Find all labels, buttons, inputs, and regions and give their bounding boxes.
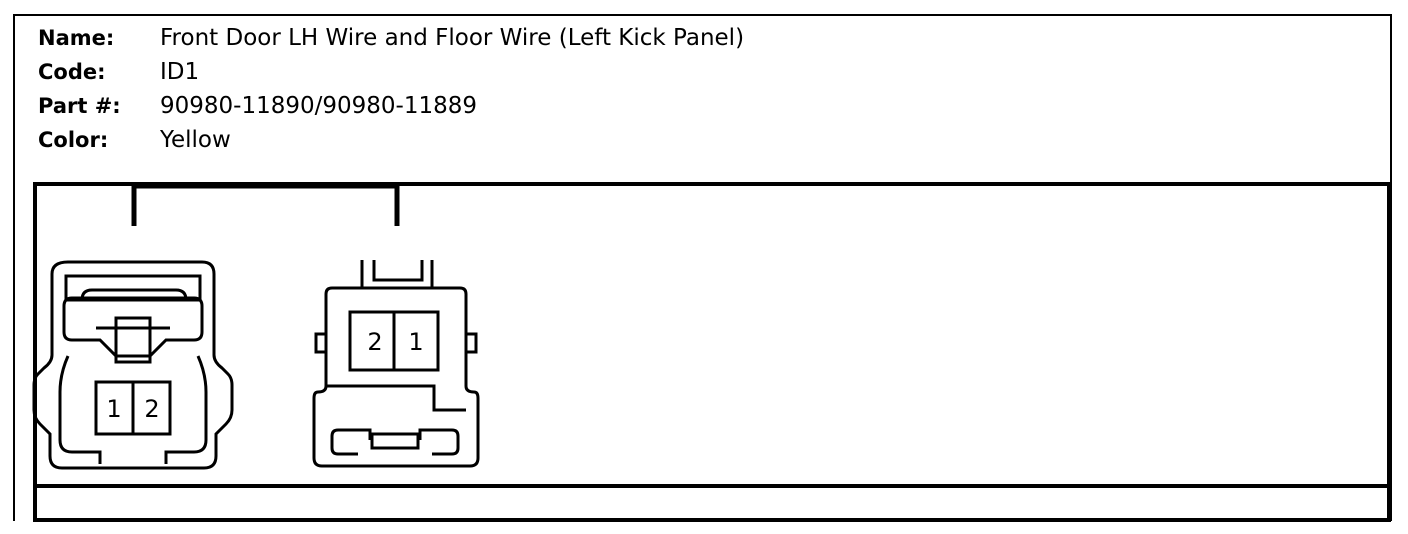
color-row: Color: Yellow: [38, 123, 744, 157]
color-label: Color:: [38, 128, 109, 152]
name-label: Name:: [38, 26, 115, 50]
panel-divider: [33, 484, 1391, 488]
connector-panel: [33, 182, 1391, 522]
connector-left: [32, 260, 234, 470]
part-value: 90980-11890/90980-11889: [160, 93, 478, 119]
code-row: Code: ID1: [38, 55, 744, 89]
part-label: Part #:: [38, 94, 121, 118]
left-pin-1: 1: [106, 395, 121, 423]
mating-bracket: [131, 183, 400, 226]
name-row: Name: Front Door LH Wire and Floor Wire …: [38, 21, 744, 55]
right-pin-2: 2: [367, 328, 382, 356]
part-row: Part #: 90980-11890/90980-11889: [38, 89, 744, 123]
connector-info: Name: Front Door LH Wire and Floor Wire …: [38, 21, 744, 157]
name-value: Front Door LH Wire and Floor Wire (Left …: [160, 25, 745, 51]
connector-right: [312, 260, 480, 468]
right-pin-1: 1: [408, 328, 423, 356]
diagram-frame: [13, 14, 1392, 521]
color-value: Yellow: [160, 127, 231, 153]
code-label: Code:: [38, 60, 106, 84]
left-pin-2: 2: [144, 395, 159, 423]
code-value: ID1: [160, 59, 200, 85]
